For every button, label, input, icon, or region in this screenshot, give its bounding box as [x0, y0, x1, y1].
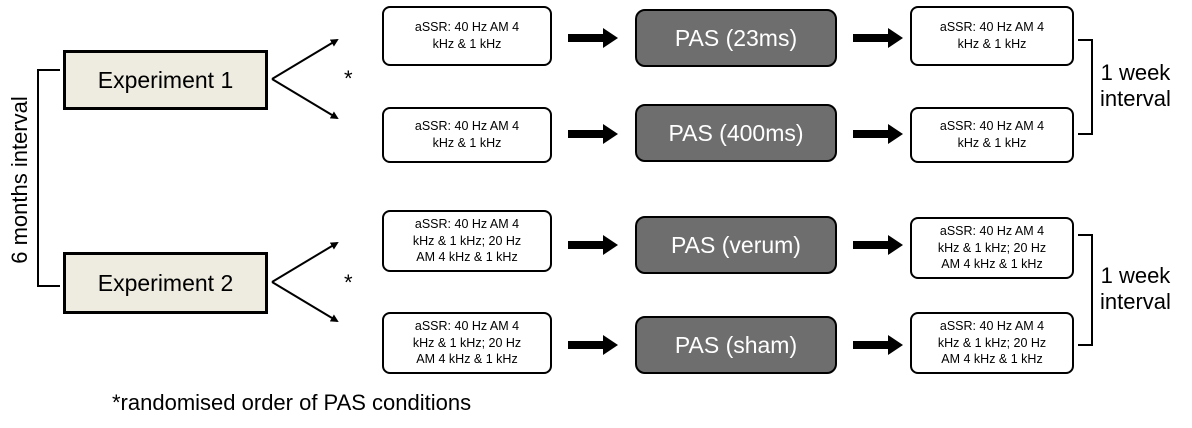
pas-verum: PAS (verum)	[635, 216, 837, 274]
week-interval-2-line2: interval	[1100, 289, 1171, 314]
asterisk-exp1: *	[344, 66, 353, 91]
flow-arrows	[568, 28, 903, 355]
arrow-r3-a	[568, 235, 618, 255]
assr-post-1: aSSR: 40 Hz AM 4 kHz & 1 kHz	[910, 6, 1074, 66]
assr-post-2: aSSR: 40 Hz AM 4 kHz & 1 kHz	[910, 107, 1074, 163]
months-interval-bracket	[37, 69, 60, 287]
exp2-branch-up	[271, 241, 339, 283]
week-interval-1-line2: interval	[1100, 86, 1171, 111]
assr-pre-2: aSSR: 40 Hz AM 4 kHz & 1 kHz	[382, 107, 552, 163]
week-interval-2: 1 week interval	[1100, 263, 1171, 315]
exp1-branch-down	[271, 78, 339, 120]
asterisk-exp2: *	[344, 270, 353, 295]
arrow-r3-b	[853, 235, 903, 255]
assr-post-3: aSSR: 40 Hz AM 4 kHz & 1 kHz; 20 Hz AM 4…	[910, 217, 1074, 279]
footnote: *randomised order of PAS conditions	[112, 390, 472, 415]
experiment-2-box: Experiment 2	[63, 252, 268, 314]
months-interval-label: 6 months interval	[7, 96, 32, 264]
week-bracket-1	[1078, 39, 1093, 135]
arrow-r2-b	[853, 124, 903, 144]
week-interval-2-line1: 1 week	[1100, 263, 1171, 288]
arrow-r4-b	[853, 335, 903, 355]
assr-pre-3: aSSR: 40 Hz AM 4 kHz & 1 kHz; 20 Hz AM 4…	[382, 210, 552, 272]
assr-pre-1: aSSR: 40 Hz AM 4 kHz & 1 kHz	[382, 6, 552, 66]
arrow-r1-a	[568, 28, 618, 48]
pas-23ms: PAS (23ms)	[635, 9, 837, 67]
arrow-r2-a	[568, 124, 618, 144]
assr-pre-4: aSSR: 40 Hz AM 4 kHz & 1 kHz; 20 Hz AM 4…	[382, 312, 552, 374]
week-interval-1: 1 week interval	[1100, 60, 1171, 112]
arrow-r4-a	[568, 335, 618, 355]
pas-400ms: PAS (400ms)	[635, 104, 837, 162]
arrow-r1-b	[853, 28, 903, 48]
exp2-branch-down	[271, 281, 339, 323]
experiment-1-box: Experiment 1	[63, 50, 268, 110]
assr-post-4: aSSR: 40 Hz AM 4 kHz & 1 kHz; 20 Hz AM 4…	[910, 312, 1074, 374]
week-interval-1-line1: 1 week	[1100, 60, 1171, 85]
week-bracket-2	[1078, 234, 1093, 346]
exp1-branch-up	[271, 38, 339, 80]
pas-sham: PAS (sham)	[635, 316, 837, 374]
